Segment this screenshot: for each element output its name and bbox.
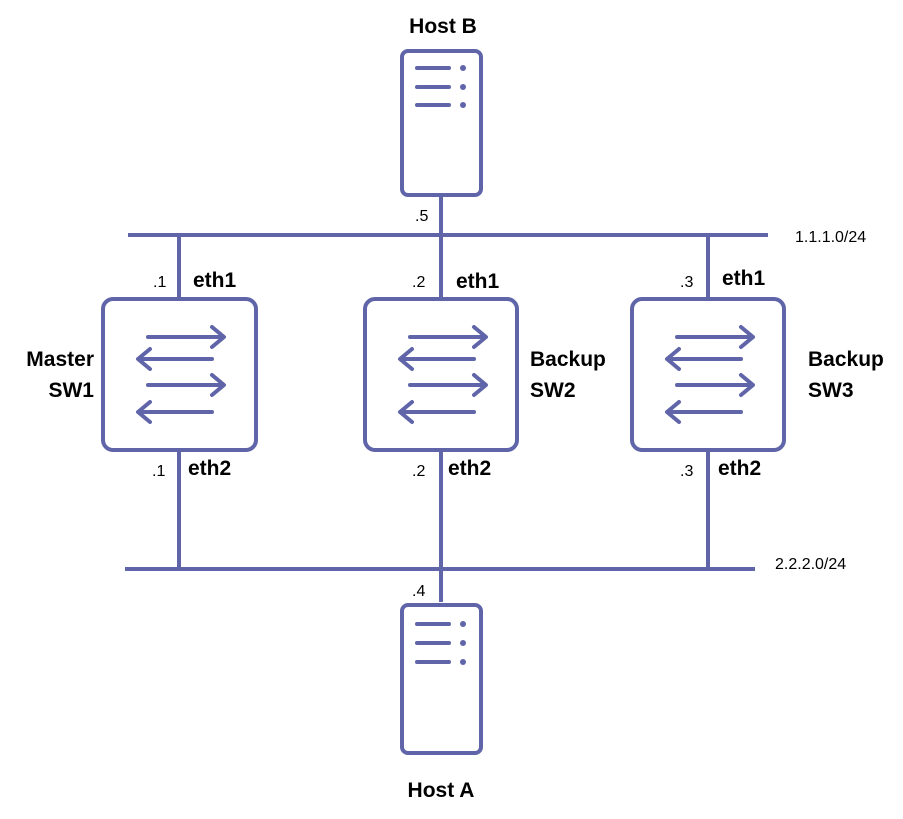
sw3-name: SW3: [808, 379, 854, 402]
switch-sw2: [363, 297, 519, 452]
sw1-role: Master: [26, 348, 94, 371]
switch-icon: [363, 297, 519, 452]
sw3-role: Backup: [808, 348, 884, 371]
switch-sw3: [630, 297, 786, 452]
host-a-addr: .4: [412, 583, 425, 600]
switch-sw1: [101, 297, 258, 452]
sw1-eth2-addr: .1: [152, 463, 165, 480]
sw2-eth2-addr: .2: [412, 463, 425, 480]
sw2-eth1-addr: .2: [412, 274, 425, 291]
host-b: [400, 49, 483, 197]
server-icon: [400, 603, 483, 755]
sw3-eth1-addr: .3: [680, 274, 693, 291]
sw1-eth1-addr: .1: [153, 274, 166, 291]
host-b-addr: .5: [415, 208, 428, 225]
switch-icon: [630, 297, 786, 452]
sw1-eth1-label: eth1: [193, 269, 237, 292]
sw1-eth2-label: eth2: [188, 457, 231, 480]
sw3-eth2-addr: .3: [680, 463, 693, 480]
host-a: [400, 603, 483, 755]
sw2-name: SW2: [530, 379, 576, 402]
switch-icon: [101, 297, 258, 452]
subnet-top-label: 1.1.1.0/24: [795, 229, 866, 246]
sw1-name: SW1: [48, 379, 94, 402]
subnet-bottom-label: 2.2.2.0/24: [775, 556, 846, 573]
sw2-eth1-label: eth1: [456, 270, 500, 293]
host-b-label: Host B: [409, 15, 477, 38]
sw2-eth2-label: eth2: [448, 457, 491, 480]
host-a-label: Host A: [408, 779, 475, 802]
sw3-eth1-label: eth1: [722, 267, 766, 290]
sw2-role: Backup: [530, 348, 606, 371]
server-icon: [400, 49, 483, 197]
sw3-eth2-label: eth2: [718, 457, 761, 480]
